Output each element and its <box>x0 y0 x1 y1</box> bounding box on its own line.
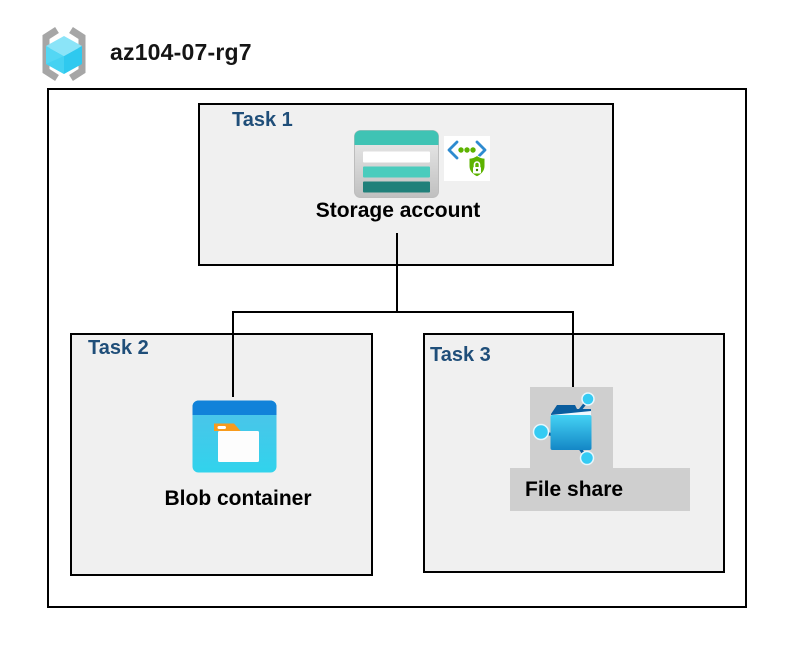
secure-access-sas-icon <box>444 136 490 181</box>
task1-label: Task 1 <box>232 109 293 131</box>
file-share-icon-background <box>530 387 613 468</box>
blob-container-icon <box>192 400 277 473</box>
storage-account-label: Storage account <box>315 199 481 222</box>
blob-container-label: Blob container <box>164 487 312 510</box>
task3-label: Task 3 <box>430 344 491 366</box>
file-share-label-band: File share <box>510 468 690 511</box>
storage-account-icon <box>354 130 439 198</box>
file-share-label: File share <box>525 478 624 501</box>
file-share-icon <box>532 392 595 466</box>
resource-group-icon <box>42 27 86 81</box>
task2-label: Task 2 <box>88 337 149 359</box>
resource-group-name: az104-07-rg7 <box>110 39 252 65</box>
